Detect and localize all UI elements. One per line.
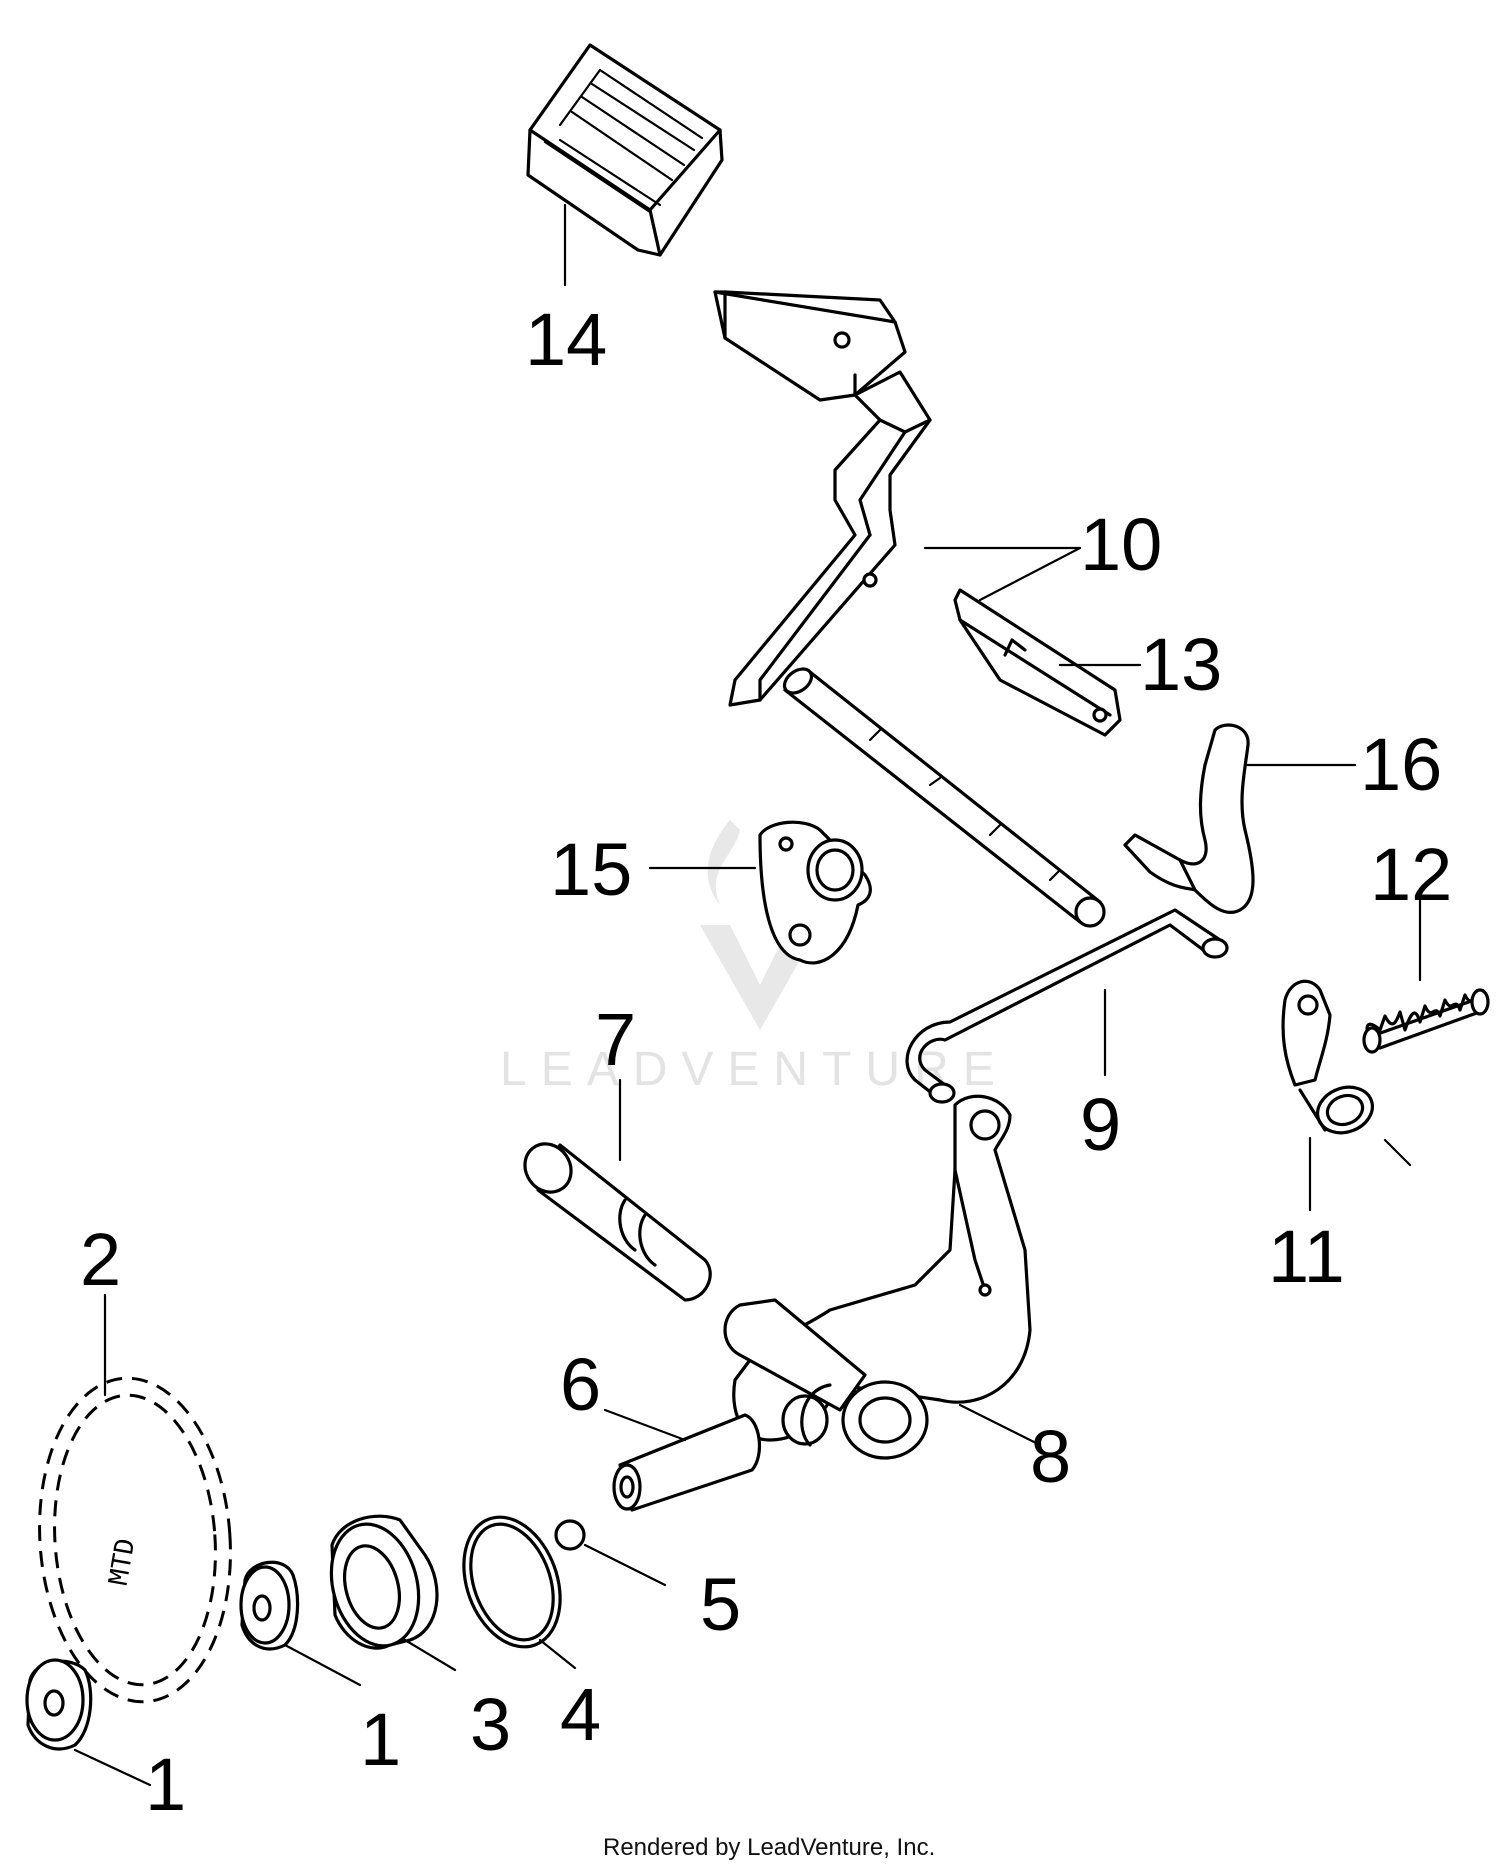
leader-lines xyxy=(73,203,1422,1787)
callout-labels: 14 10 13 16 15 12 7 9 11 2 6 8 5 4 3 1 1 xyxy=(80,298,1452,1826)
leader-10b xyxy=(978,546,1082,602)
part-6-bushing xyxy=(612,1413,761,1512)
leader-5 xyxy=(583,1543,667,1587)
callout-9: 9 xyxy=(1080,1083,1121,1166)
callout-1a: 1 xyxy=(145,1743,186,1826)
callout-14: 14 xyxy=(525,298,607,381)
part-12-spring xyxy=(1362,988,1490,1054)
decal-text: MTD xyxy=(104,1536,142,1587)
leader-8 xyxy=(958,1403,1042,1447)
leader-6 xyxy=(603,1408,687,1442)
part-13-key xyxy=(953,588,1122,737)
leader-3 xyxy=(403,1638,457,1672)
leader-4 xyxy=(538,1638,577,1670)
callout-8: 8 xyxy=(1030,1415,1071,1498)
part-14-pedal-pad xyxy=(526,43,724,257)
part-4-o-ring xyxy=(462,1515,562,1649)
part-2-decal: MTD xyxy=(38,1376,232,1704)
footer-credit: Rendered by LeadVenture, Inc. xyxy=(603,1834,935,1861)
callout-4: 4 xyxy=(560,1673,601,1756)
callout-12: 12 xyxy=(1370,833,1452,916)
callout-5: 5 xyxy=(700,1563,741,1646)
callout-15: 15 xyxy=(550,828,632,911)
part-16-bracket xyxy=(1123,723,1255,914)
watermark: LEADVENTURE xyxy=(500,820,1009,1096)
part-7-pin xyxy=(523,1142,712,1302)
callout-13: 13 xyxy=(1140,623,1222,706)
part-10-shaft xyxy=(782,667,1106,928)
leader-1a xyxy=(73,1748,152,1787)
callout-2: 2 xyxy=(80,1218,121,1301)
part-3-bearing xyxy=(329,1514,439,1650)
callout-6: 6 xyxy=(560,1343,601,1426)
callout-7: 7 xyxy=(595,998,636,1081)
callout-16: 16 xyxy=(1360,723,1442,806)
leader-1b xyxy=(283,1643,362,1687)
part-1-spacer-right xyxy=(239,1560,300,1651)
part-9-rod xyxy=(905,908,1229,1104)
part-5-ball xyxy=(554,1519,586,1551)
callout-1b: 1 xyxy=(360,1698,401,1781)
part-15-flange-bearing xyxy=(758,820,872,965)
watermark-text: LEADVENTURE xyxy=(500,1043,1009,1096)
part-10-pedal-arm xyxy=(713,290,932,707)
callout-11: 11 xyxy=(1268,1215,1345,1298)
callout-3: 3 xyxy=(470,1683,511,1766)
part-11-clevis xyxy=(1281,979,1412,1167)
callout-10: 10 xyxy=(1080,503,1162,586)
part-1-spacer-left xyxy=(25,1658,93,1751)
part-8-lever xyxy=(723,1094,1032,1460)
